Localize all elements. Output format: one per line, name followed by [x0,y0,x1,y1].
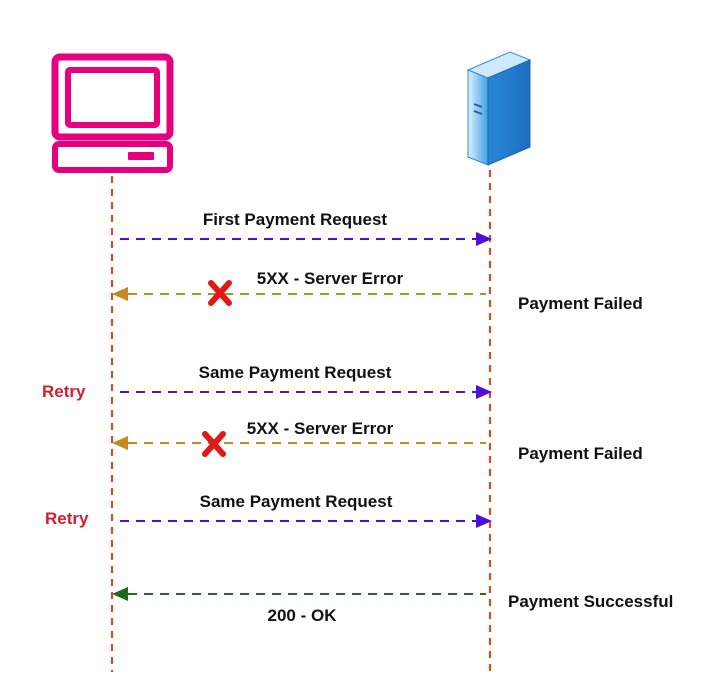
retry-label: Retry [42,382,86,401]
message-ok: 200 - OK [112,587,486,625]
retry-label: Retry [45,509,89,528]
failure-x-icon [208,280,232,306]
failure-x-icon [202,431,226,457]
server-note: Payment Failed [518,294,643,313]
server-note: Payment Failed [518,444,643,463]
message-label: Same Payment Request [199,363,392,382]
message-label: Same Payment Request [200,492,393,511]
message-label: 200 - OK [268,606,338,625]
message-server-error: 5XX - Server Error [112,419,486,457]
message-label: First Payment Request [203,210,388,229]
server-icon [466,51,532,166]
computer-icon [51,53,174,173]
message-label: 5XX - Server Error [257,269,404,288]
message-same-payment-request: Same Payment Request [120,492,492,528]
message-server-error: 5XX - Server Error [112,269,486,306]
message-same-payment-request: Same Payment Request [120,363,492,399]
message-first-payment-request: First Payment Request [120,210,492,246]
message-label: 5XX - Server Error [247,419,394,438]
server-note: Payment Successful [508,592,673,611]
